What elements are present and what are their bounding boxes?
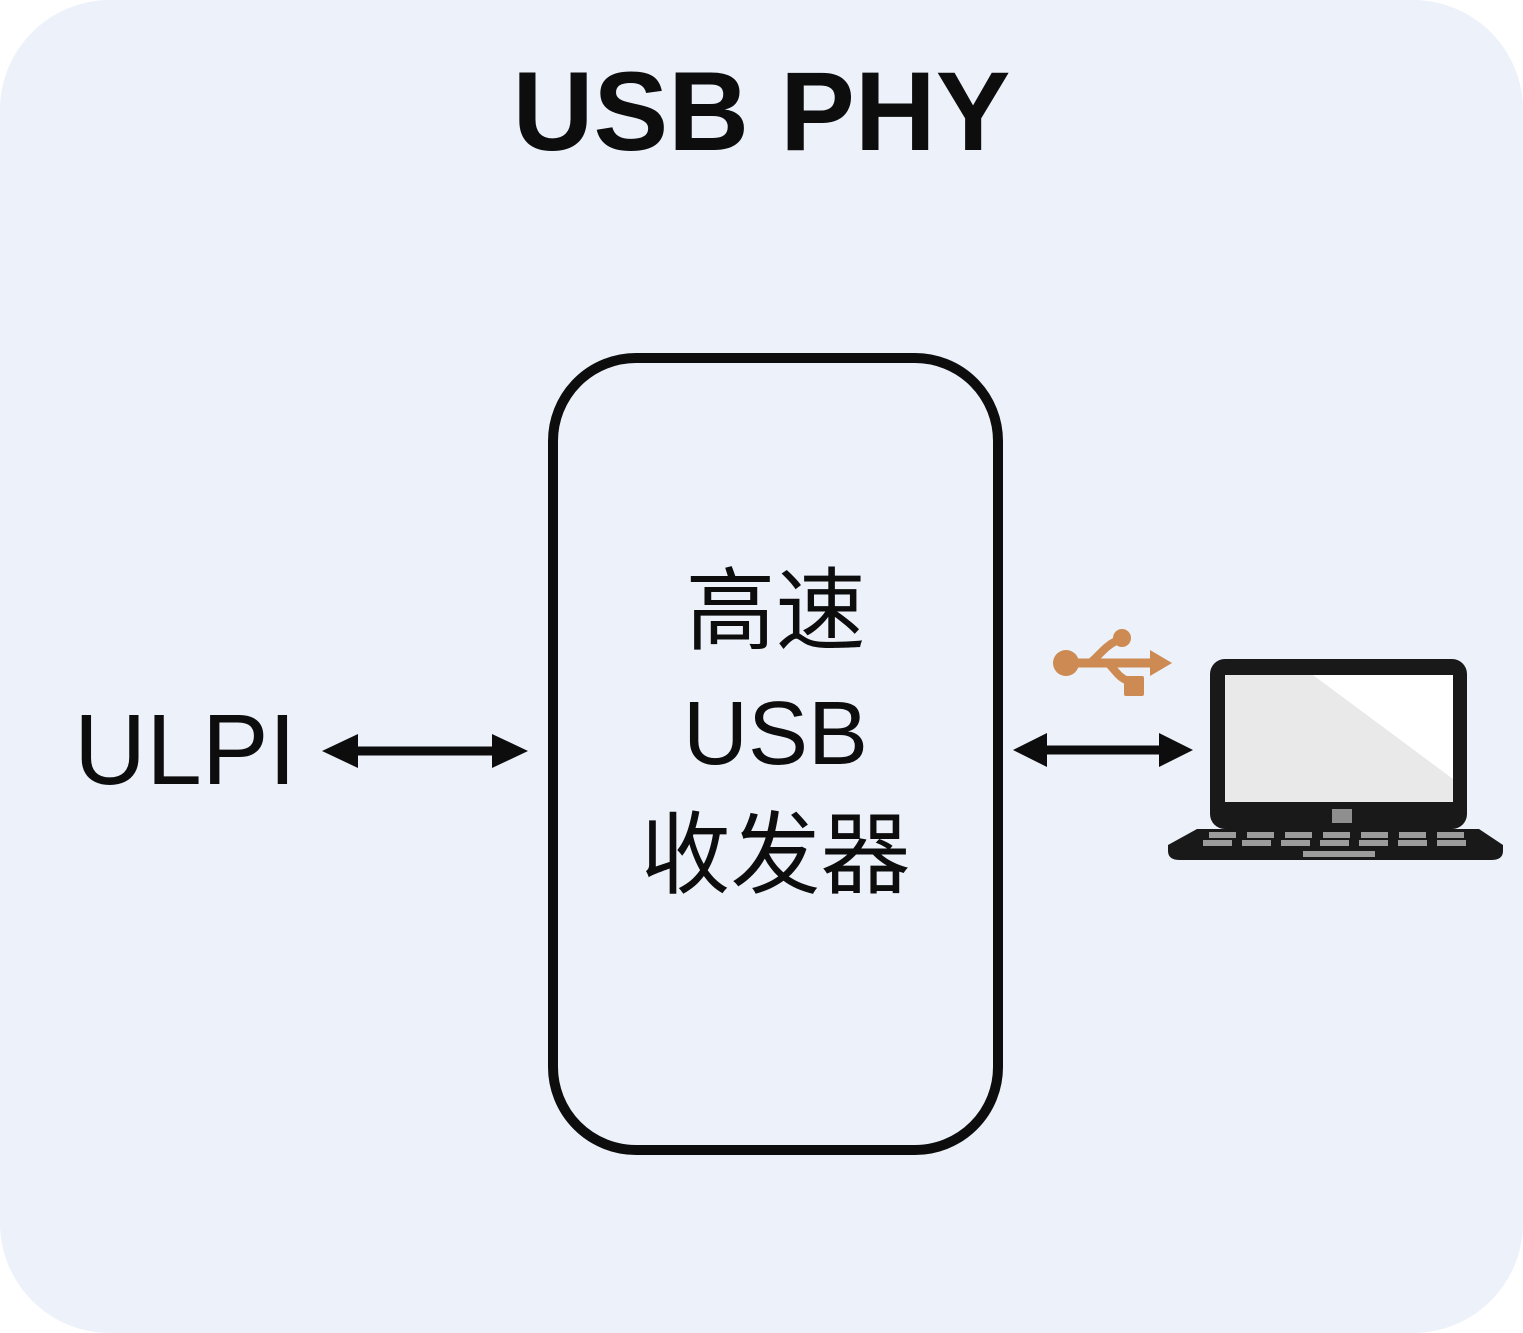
transceiver-label-line3: 收发器	[640, 806, 911, 906]
transceiver-label-line2: USB	[682, 684, 869, 784]
usb-trident-icon	[1053, 629, 1172, 696]
ulpi-double-arrow	[322, 734, 528, 768]
page-title: USB PHY	[512, 49, 1011, 174]
ulpi-label: ULPI	[74, 693, 297, 806]
laptop-icon	[1168, 659, 1503, 860]
usb-bus-double-arrow	[1013, 733, 1193, 767]
transceiver-block: 高速 USB 收发器	[548, 353, 1003, 1155]
transceiver-label-line1: 高速	[685, 562, 866, 662]
